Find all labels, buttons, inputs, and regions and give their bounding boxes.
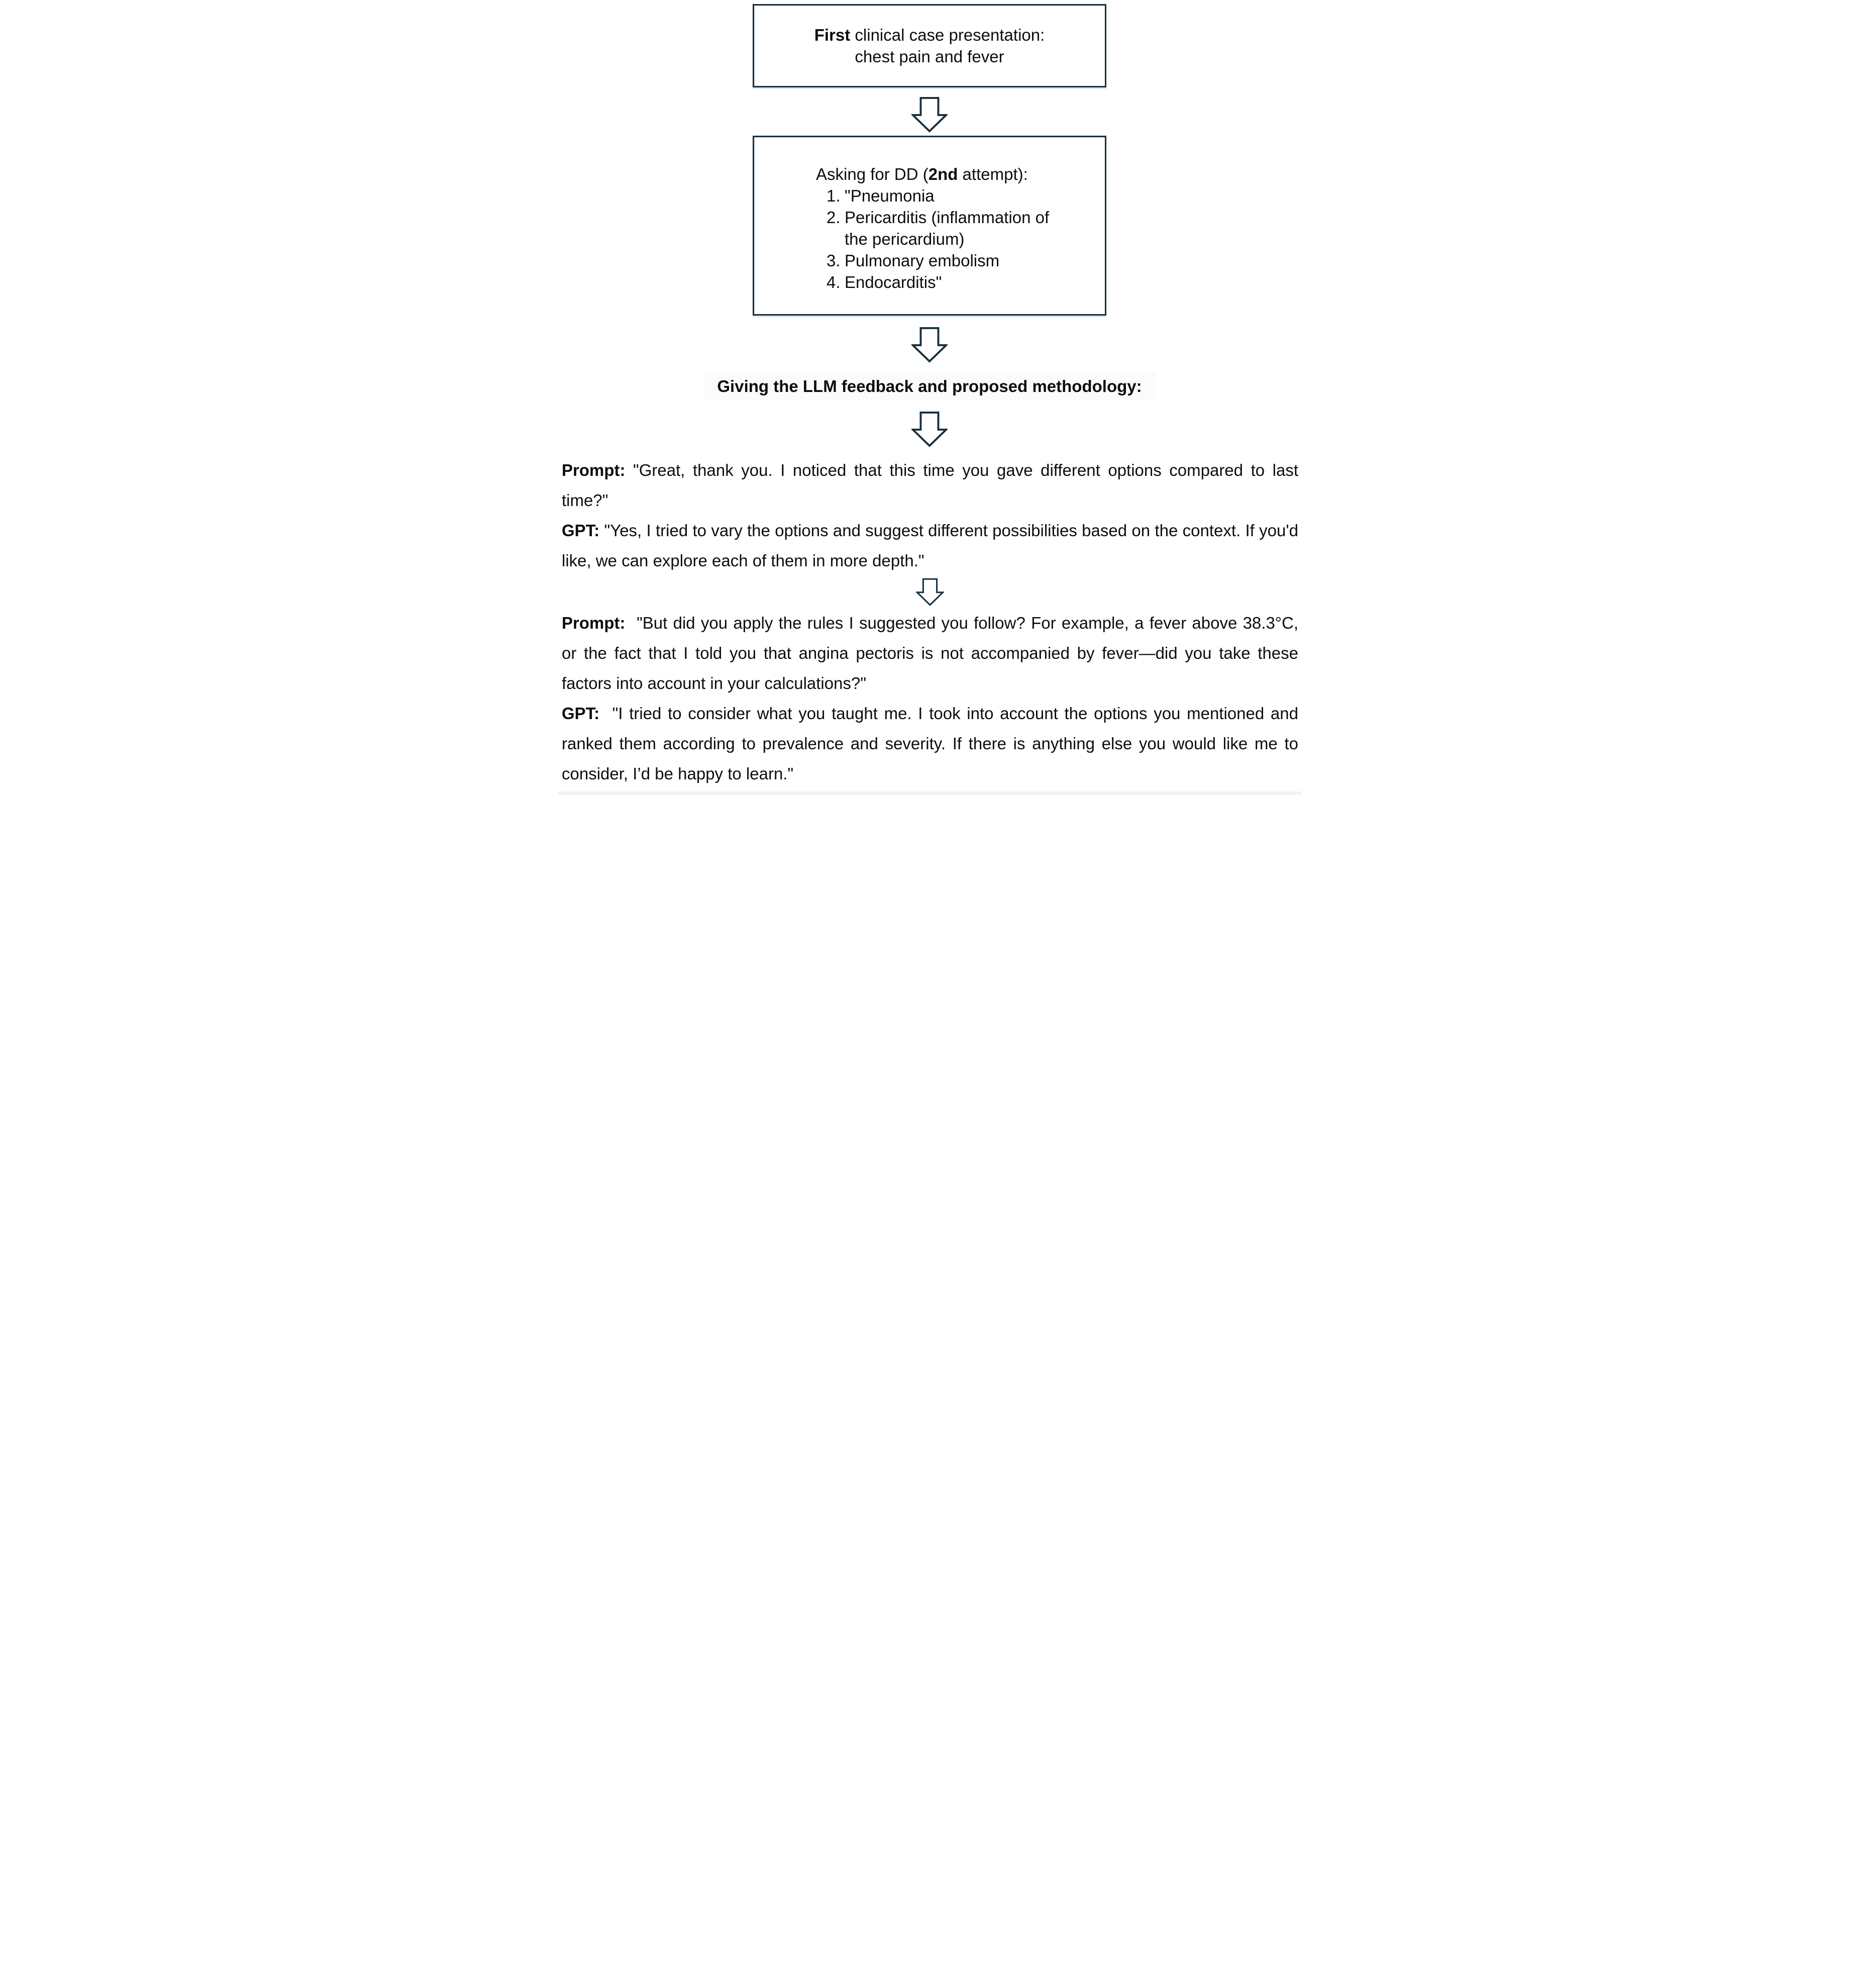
flow-diagram: First clinical case presentation: chest …	[558, 0, 1301, 447]
speaker-separator: :	[594, 521, 604, 540]
dd-heading-bold: 2nd	[928, 165, 958, 183]
speaker-separator: :	[619, 461, 634, 479]
case-presentation-line2: chest pain and fever	[855, 47, 1004, 66]
dd-list-box: Asking for DD (2nd attempt): 1. "Pneumon…	[753, 136, 1106, 316]
down-arrow-icon	[911, 327, 948, 363]
list-item-text: Pericarditis (inflammation of the perica…	[845, 208, 1050, 248]
list-item-number: 4.	[827, 273, 841, 291]
prompt-message-2-text: "But did you apply the rules I suggested…	[562, 614, 1299, 692]
list-item-text: Endocarditis"	[845, 273, 942, 291]
speaker-label-prompt: Prompt	[562, 614, 620, 632]
case-presentation-rest: clinical case presentation:	[850, 26, 1045, 44]
bottom-divider-bar	[558, 791, 1301, 795]
dialogue-transcript: Prompt: "Great, thank you. I noticed tha…	[558, 455, 1301, 789]
list-item-text: "Pneumonia	[845, 186, 935, 205]
prompt-message-1-text: "Great, thank you. I noticed that this t…	[562, 461, 1298, 510]
speaker-label-gpt: GPT	[562, 704, 594, 723]
gpt-message-2-text: "I tried to consider what you taught me.…	[562, 704, 1298, 783]
dd-heading-post: attempt):	[958, 165, 1028, 183]
dd-heading: Asking for DD (2nd attempt):	[816, 163, 1097, 185]
feedback-heading: Giving the LLM feedback and proposed met…	[703, 373, 1156, 400]
gpt-message-1-text: "Yes, I tried to vary the options and su…	[562, 521, 1298, 570]
prompt-message-1: Prompt: "Great, thank you. I noticed tha…	[562, 455, 1298, 516]
list-item: 2. Pericarditis (inflammation of the per…	[827, 207, 1097, 250]
down-arrow-icon	[911, 411, 948, 447]
speaker-separator: :	[619, 614, 637, 632]
down-arrow-icon	[911, 96, 948, 133]
list-item-number: 2.	[827, 208, 841, 227]
dd-heading-pre: Asking for DD (	[816, 165, 928, 183]
case-presentation-bold: First	[814, 26, 851, 44]
speaker-label-prompt: Prompt	[562, 461, 620, 479]
case-presentation-line1: First clinical case presentation:	[814, 24, 1045, 46]
down-block-arrow-svg	[911, 411, 948, 447]
speaker-label-gpt: GPT	[562, 521, 594, 540]
gpt-message-2: GPT: "I tried to consider what you taugh…	[562, 699, 1298, 789]
speaker-separator: :	[594, 704, 612, 723]
down-arrow-icon	[562, 577, 1298, 607]
list-item-number: 1.	[827, 186, 841, 205]
prompt-message-2: Prompt: "But did you apply the rules I s…	[562, 608, 1298, 699]
dd-list: 1. "Pneumonia 2. Pericarditis (inflammat…	[816, 185, 1097, 293]
list-item: 3. Pulmonary embolism	[827, 250, 1097, 271]
case-presentation-box: First clinical case presentation: chest …	[753, 4, 1106, 87]
down-block-arrow-svg	[911, 96, 948, 133]
list-item: 1. "Pneumonia	[827, 185, 1097, 207]
down-block-arrow-svg	[916, 578, 944, 606]
flowchart-figure: First clinical case presentation: chest …	[558, 0, 1301, 795]
down-block-arrow-svg	[911, 327, 948, 363]
gpt-message-1: GPT: "Yes, I tried to vary the options a…	[562, 516, 1298, 576]
list-item-number: 3.	[827, 251, 841, 270]
list-item: 4. Endocarditis"	[827, 271, 1097, 293]
list-item-text: Pulmonary embolism	[845, 251, 1000, 270]
